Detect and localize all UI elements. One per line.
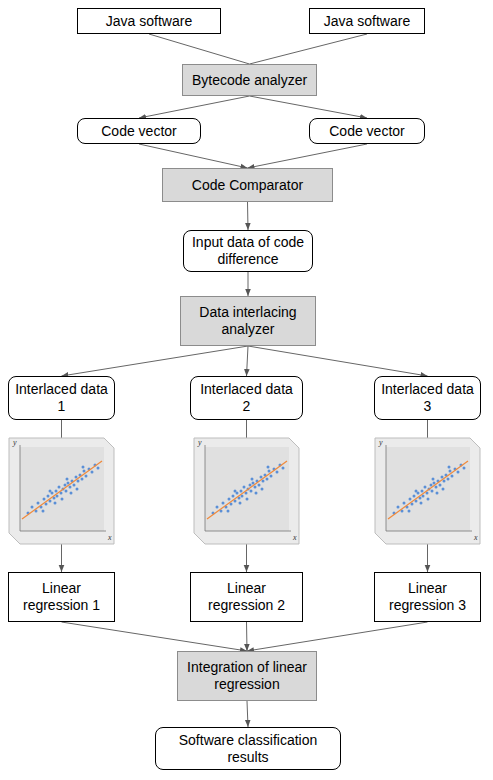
- node-label: Integration of linear regression: [184, 659, 310, 693]
- node-label: Code vector: [101, 123, 176, 140]
- connector: [62, 346, 249, 376]
- node-label: Data interlacing analyzer: [187, 304, 309, 338]
- data-box: Interlaced data 2: [190, 376, 303, 420]
- process-box: Code Comparator: [162, 168, 333, 202]
- connector: [247, 202, 249, 230]
- connector: [246, 622, 248, 651]
- process-box: Data interlacing analyzer: [180, 296, 316, 346]
- node-label: Input data of code difference: [190, 234, 306, 268]
- connector: [149, 34, 250, 64]
- axis-label: x: [293, 533, 297, 542]
- source-box: Java software: [77, 8, 221, 34]
- result-box: Linear regression 1: [8, 572, 115, 622]
- scatter-plot: [374, 437, 481, 545]
- scatter-plot: [8, 437, 115, 545]
- data-box: Code vector: [309, 118, 425, 144]
- connector: [139, 96, 250, 118]
- connector: [247, 701, 248, 727]
- connector: [62, 622, 248, 651]
- node-label: Code Comparator: [192, 177, 303, 194]
- node-label: Java software: [106, 13, 192, 30]
- node-label: Interlaced data 3: [381, 381, 474, 415]
- node-label: Interlaced data 1: [15, 381, 108, 415]
- connector: [247, 622, 428, 651]
- axis-label: x: [108, 533, 112, 542]
- connector: [248, 272, 249, 296]
- node-label: Software classification results: [162, 732, 334, 766]
- output-box: Software classification results: [155, 727, 341, 770]
- axis-label: y: [198, 438, 202, 447]
- connector: [139, 144, 248, 168]
- result-box: Linear regression 2: [190, 572, 303, 622]
- data-box: Interlaced data 1: [8, 376, 115, 420]
- node-label: Linear regression 2: [197, 580, 296, 614]
- connector: [250, 96, 368, 118]
- process-box: Bytecode analyzer: [182, 64, 317, 96]
- axis-label: y: [379, 438, 383, 447]
- node-label: Bytecode analyzer: [192, 72, 307, 89]
- node-label: Code vector: [329, 123, 404, 140]
- scatter-plot: [193, 437, 300, 545]
- data-box: Interlaced data 3: [374, 376, 481, 420]
- node-label: Linear regression 1: [15, 580, 108, 614]
- axis-label: x: [474, 533, 478, 542]
- node-label: Linear regression 3: [381, 580, 474, 614]
- node-label: Java software: [324, 13, 410, 30]
- data-box: Input data of code difference: [183, 230, 313, 272]
- connector: [247, 346, 249, 376]
- connector: [248, 144, 368, 168]
- result-box: Linear regression 3: [374, 572, 481, 622]
- connector: [250, 34, 368, 64]
- node-label: Interlaced data 2: [197, 381, 296, 415]
- connector: [248, 346, 428, 376]
- process-box: Integration of linear regression: [177, 651, 317, 701]
- source-box: Java software: [309, 8, 425, 34]
- axis-label: y: [13, 438, 17, 447]
- data-box: Code vector: [77, 118, 201, 144]
